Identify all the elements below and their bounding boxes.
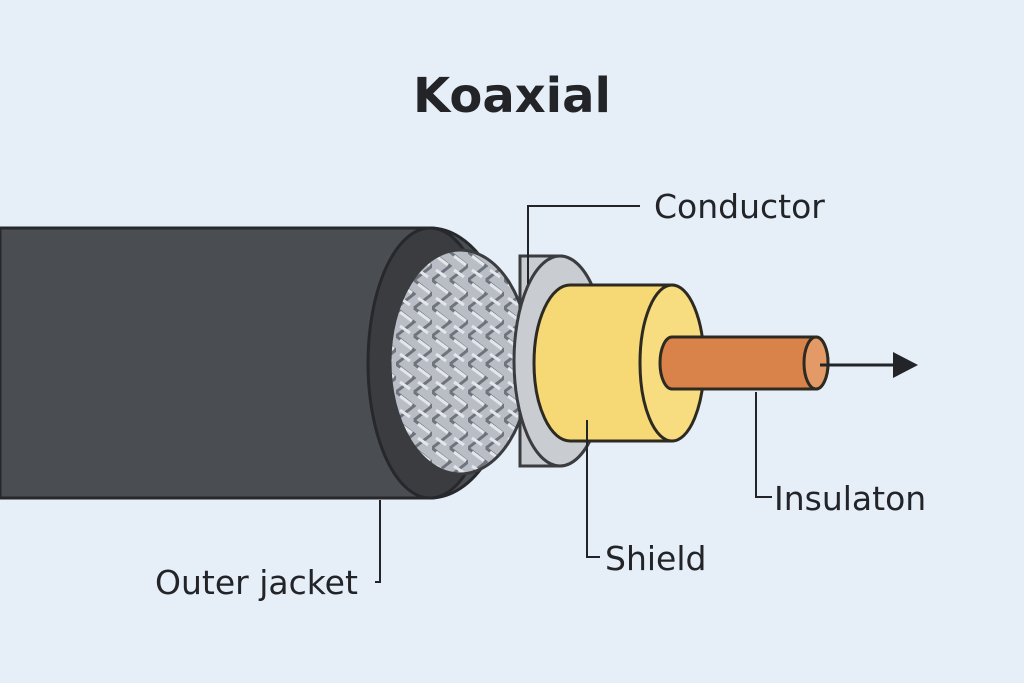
diagram-title: Koaxial — [413, 68, 611, 124]
conductor-leader-line — [527, 205, 640, 284]
dielectric — [532, 283, 706, 443]
insulation-label: Insulaton — [774, 479, 926, 518]
outer-jacket-leader-line — [375, 500, 381, 583]
shield-leader-line — [586, 420, 600, 558]
shield-label: Shield — [605, 539, 706, 578]
arrow-icon — [820, 352, 918, 378]
braided-shield — [388, 248, 532, 476]
insulation-leader-line — [755, 392, 772, 498]
outer-jacket-label: Outer jacket — [155, 563, 358, 602]
copper-core — [658, 335, 830, 391]
conductor-label: Conductor — [654, 187, 825, 226]
